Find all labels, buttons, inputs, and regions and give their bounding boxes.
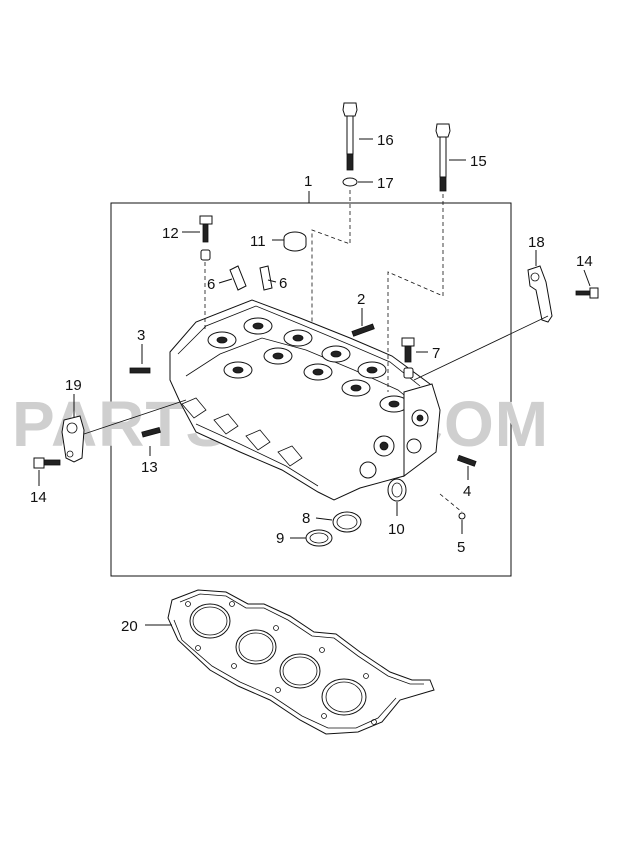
callout-13: 13 — [141, 459, 158, 476]
callout-2: 2 — [357, 291, 365, 308]
callout-8: 8 — [302, 510, 310, 527]
dowel-bushing[interactable] — [200, 249, 211, 261]
seal-10[interactable] — [387, 478, 407, 502]
head-gasket-20[interactable] — [167, 589, 435, 735]
plug-5[interactable] — [458, 512, 466, 520]
callout-5: 5 — [457, 539, 465, 556]
callout-14-left: 14 — [30, 489, 47, 506]
bolt-7[interactable] — [401, 337, 415, 363]
callout-3: 3 — [137, 327, 145, 344]
washer-17[interactable] — [342, 177, 358, 187]
callout-4: 4 — [463, 483, 471, 500]
oring-9[interactable] — [305, 529, 333, 547]
stud-3[interactable] — [129, 367, 151, 374]
dowel-bushing-2[interactable] — [403, 367, 414, 379]
bolt-14-right[interactable] — [575, 287, 599, 299]
plug-11[interactable] — [283, 231, 307, 252]
callout-15: 15 — [470, 153, 487, 170]
callout-12: 12 — [162, 225, 179, 242]
callout-6b: 6 — [279, 275, 287, 292]
bracket-19[interactable] — [61, 415, 85, 463]
stud-4[interactable] — [456, 454, 477, 467]
callout-1: 1 — [304, 173, 312, 190]
sleeve-6b[interactable] — [259, 265, 273, 291]
callout-6a: 6 — [207, 276, 215, 293]
bracket-18[interactable] — [527, 265, 553, 323]
bolt-14-left[interactable] — [33, 457, 61, 469]
callout-18: 18 — [528, 234, 545, 251]
head-bolt-15[interactable] — [435, 123, 451, 192]
callout-19: 19 — [65, 377, 82, 394]
callout-labels: 16 17 15 1 11 12 6 6 2 3 7 13 4 5 10 8 9… — [30, 132, 593, 635]
stud-13[interactable] — [141, 426, 161, 438]
bolt-12[interactable] — [199, 215, 213, 243]
leader-lines — [38, 138, 591, 626]
callout-7: 7 — [432, 345, 440, 362]
intake-ports — [181, 397, 319, 487]
callout-11: 11 — [250, 233, 266, 250]
callout-9: 9 — [276, 530, 284, 547]
oring-8[interactable] — [332, 511, 362, 533]
callout-16: 16 — [377, 132, 394, 149]
stud-2[interactable] — [351, 323, 375, 337]
callout-14-right: 14 — [576, 253, 593, 270]
cylinder-head[interactable] — [169, 299, 441, 501]
head-bolt-16[interactable] — [342, 102, 358, 171]
callout-10: 10 — [388, 521, 405, 538]
callout-20: 20 — [121, 618, 138, 635]
sleeve-6a[interactable] — [229, 265, 247, 291]
cam-journals — [207, 317, 409, 413]
assembly-frame — [110, 202, 512, 577]
callout-17: 17 — [377, 175, 394, 192]
